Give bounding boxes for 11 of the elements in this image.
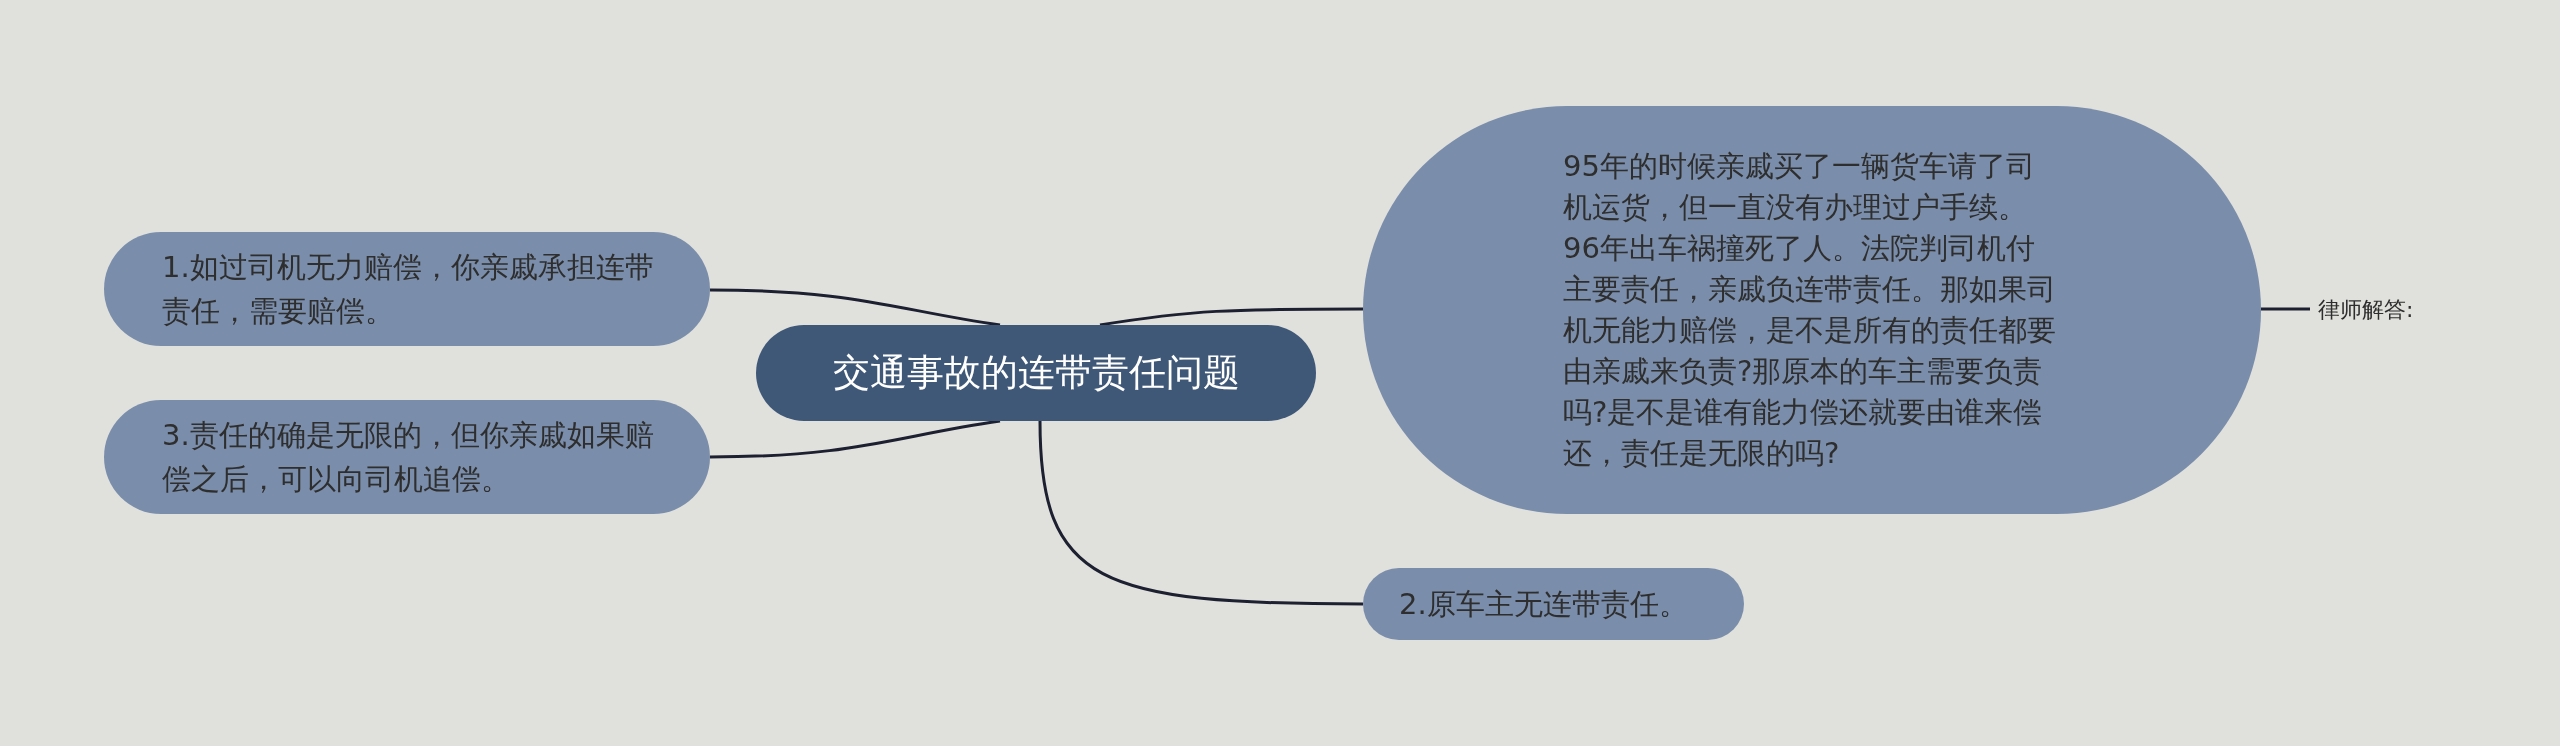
connector-line: [2261, 307, 2310, 311]
node-text: 2.原车主无连带责任。: [1399, 586, 1688, 623]
node-text: 3.责任的确是无限的，但你亲戚如果赔偿之后，可以向司机追偿。: [162, 417, 655, 498]
connector-line: [710, 419, 1001, 459]
node-text: 交通事故的连带责任问题: [832, 351, 1240, 395]
node-label: 律师解答:: [2318, 292, 2448, 328]
connector-line: [1099, 307, 1363, 327]
node-text: 95年的时候亲戚买了一辆货车请了司机运货，但一直没有办理过户手续。96年出车祸撞死了人。法院判司机付主要责任，亲戚负连带责任。那如果司机无能力赔偿，是不是所有的责任都要由亲戚来负责?那原本的车主需要负责吗?是不是谁有能力偿还就要由谁来偿还，责任是无限的吗?: [1563, 148, 2057, 472]
connector-line: [1038, 420, 1363, 606]
node-text: 1.如过司机无力赔偿，你亲戚承担连带责任，需要赔偿。: [162, 249, 655, 330]
connector-line: [710, 288, 1001, 327]
